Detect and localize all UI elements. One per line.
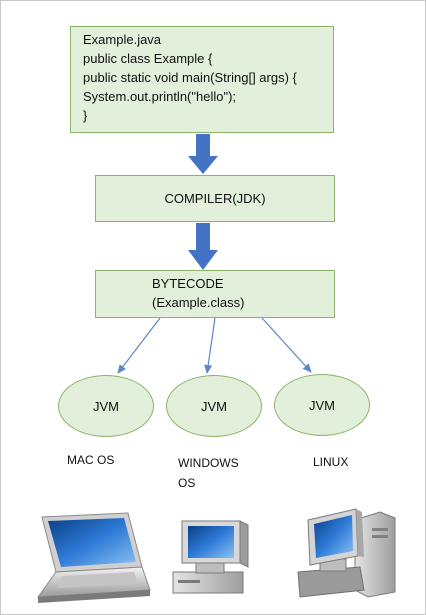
os-label-windows: WINDOWS OS [178,453,258,493]
bytecode-label: BYTECODE [152,276,224,291]
jvm-label: JVM [309,397,335,413]
os-label-linux: LINUX [313,452,348,472]
os-label-line: MAC OS [67,453,115,467]
os-label-mac: MAC OS [67,450,114,470]
source-line: } [83,108,88,123]
desktop-computer-icon [172,520,249,594]
bytecode-filename: (Example.class) [152,295,245,310]
os-label-line: LINUX [313,455,349,469]
compiler-label: COMPILER(JDK) [164,191,266,206]
os-label-line: WINDOWS [178,456,239,470]
jvm-label: JVM [201,398,227,414]
thick-arrow-down-icon [188,223,218,270]
arrow-to-jvm-windows-icon [204,317,216,374]
jvm-node-mac: JVM [58,375,154,437]
source-line: Example.java [83,32,162,47]
jvm-node-linux: JVM [274,374,370,436]
jvm-label: JVM [93,398,119,414]
source-line: public static void main(String[] args) { [83,70,297,85]
laptop-icon [36,512,151,603]
bytecode-box: BYTECODE (Example.class) [95,270,335,318]
jvm-node-windows: JVM [166,375,262,437]
os-label-line: OS [178,476,196,490]
source-code-box: Example.java public class Example { publ… [70,26,334,133]
source-line: public class Example { [83,51,213,66]
thick-arrow-down-icon [188,134,218,174]
compiler-box: COMPILER(JDK) [95,175,335,222]
arrow-to-jvm-mac-icon [117,317,161,374]
source-line: System.out.println("hello"); [83,89,237,104]
arrow-to-jvm-linux-icon [261,317,312,373]
tower-computer-icon [297,508,396,598]
